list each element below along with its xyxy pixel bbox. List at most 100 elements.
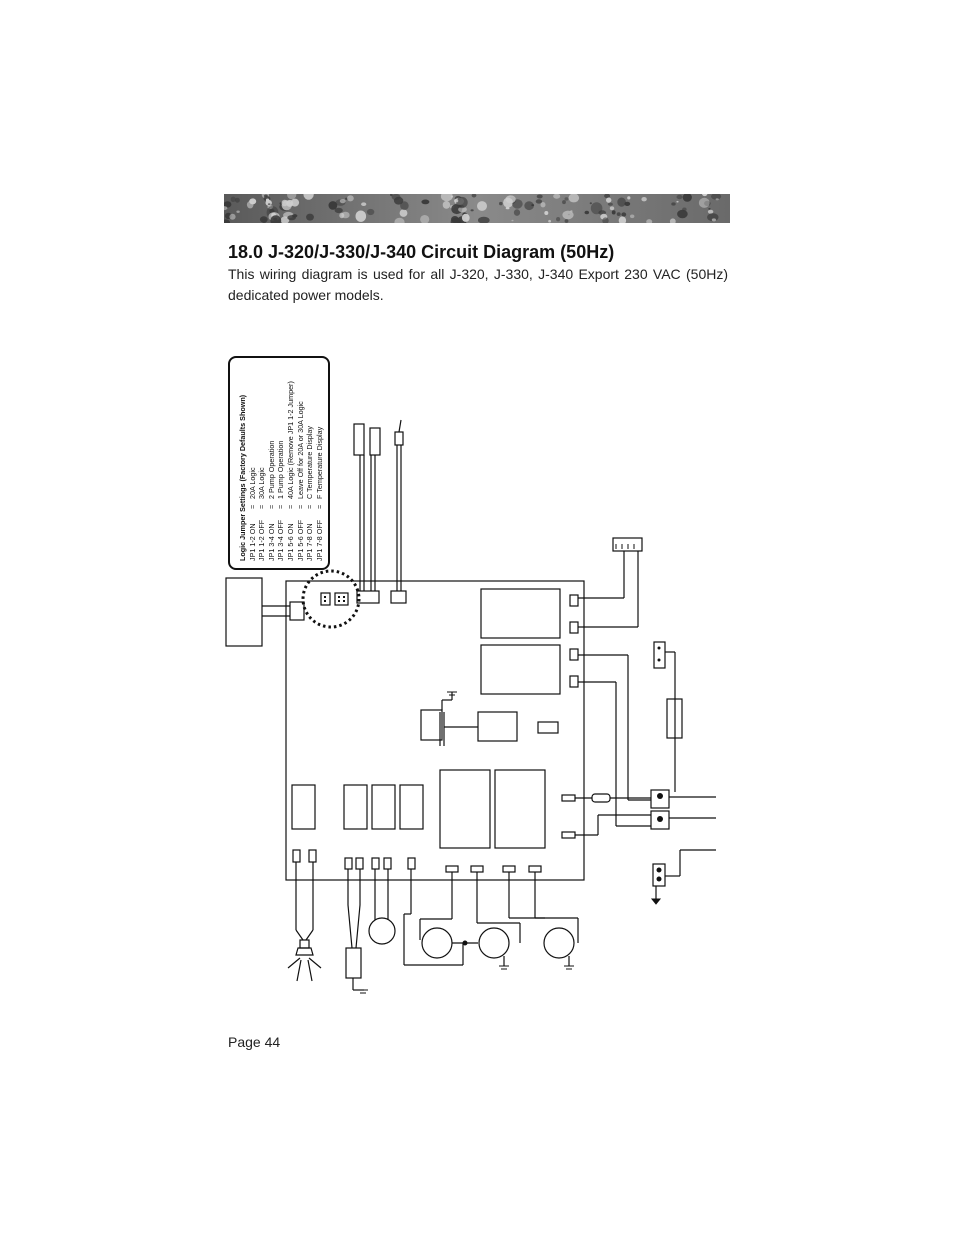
water-droplet [556, 217, 561, 222]
temp-sensor-probe-2 [369, 427, 381, 456]
page-title: 18.0 J-320/J-330/J-340 Circuit Diagram (… [228, 242, 615, 262]
water-droplet [540, 202, 546, 208]
water-droplet [287, 194, 297, 200]
water-droplet [589, 202, 592, 205]
legend-code: JP1 5-6 ON [285, 523, 295, 561]
water-droplet [536, 194, 543, 199]
blower-conn-1 [371, 857, 380, 870]
jumper-component [537, 721, 559, 734]
water-droplet [262, 218, 267, 223]
water-droplet [609, 206, 615, 211]
pump-1-motor-low [478, 927, 510, 959]
cable-plug [394, 431, 404, 446]
board-block-1 [291, 784, 316, 830]
water-droplet [511, 219, 514, 222]
legend-code: JP1 1-2 ON [247, 523, 257, 561]
water-droplet [564, 197, 569, 201]
legend-content: Logic Jumper Settings (Factory Defaults … [238, 365, 324, 561]
legend-value: Leave Off for 20A or 30A Logic [295, 401, 305, 499]
water-droplet [671, 202, 676, 206]
water-droplet [646, 219, 653, 223]
control-board [285, 580, 585, 881]
water-droplet [505, 195, 516, 204]
heater-element [666, 698, 683, 739]
water-droplet [711, 218, 716, 222]
ground-terminal [652, 863, 666, 887]
water-droplet [499, 201, 503, 206]
water-droplet [399, 209, 408, 217]
transformer-box [477, 711, 518, 742]
terminal-r2 [569, 621, 579, 634]
water-droplet [630, 214, 635, 219]
pump-relay-1 [439, 769, 491, 849]
pump-conn-2 [445, 865, 459, 873]
relay-2 [480, 644, 561, 695]
legend-value: 30A Logic [257, 467, 267, 499]
water-droplet [328, 201, 338, 210]
legend-code: JP1 5-6 OFF [295, 519, 305, 561]
thermal-fuse [653, 641, 666, 669]
inline-fuse [591, 793, 611, 803]
water-droplet [339, 199, 346, 204]
water-droplet [669, 218, 676, 223]
water-droplet [584, 210, 590, 215]
pump-conn-4 [502, 865, 516, 873]
water-droplet [531, 204, 535, 207]
legend-row: JP1 1-2 ON=20A Logic [247, 467, 257, 561]
spa-light-bulb [295, 947, 314, 956]
water-droplet [682, 207, 687, 212]
board-connector-left [289, 601, 305, 621]
water-droplet [535, 199, 543, 204]
water-droplet [676, 194, 683, 200]
pump-1-motor [421, 927, 453, 959]
water-droplet [477, 201, 487, 211]
board-block-3 [371, 784, 396, 830]
water-droplet [562, 210, 574, 220]
water-droplet [548, 219, 551, 223]
ozone-generator [345, 947, 362, 979]
water-droplet [249, 198, 257, 205]
light-conn-1 [292, 849, 301, 863]
water-droplet [224, 201, 232, 208]
water-droplet [267, 203, 271, 206]
transformer-coil [420, 709, 443, 741]
water-droplet [505, 206, 510, 210]
page-number: Page 44 [228, 1034, 281, 1050]
water-droplet [229, 213, 236, 220]
water-droplet [224, 206, 228, 211]
water-droplet [621, 212, 627, 217]
legend-code: JP1 3-4 ON [266, 523, 276, 561]
water-droplet [270, 215, 282, 223]
water-droplet [676, 200, 679, 203]
water-droplet [461, 213, 470, 222]
water-droplet [708, 208, 711, 210]
legend-row: JP1 5-6 OFF=Leave Off for 20A or 30A Log… [295, 401, 305, 561]
cable-connector [390, 590, 407, 604]
legend-code: JP1 7-8 ON [305, 523, 315, 561]
water-droplet [553, 194, 561, 199]
water-droplet [707, 209, 714, 214]
legend-row: JP1 7-8 OFF=F Temperature Display [314, 426, 324, 561]
water-droplet [421, 199, 430, 205]
water-droplet [616, 212, 621, 216]
water-droplet [624, 201, 631, 206]
water-droplet [478, 216, 490, 223]
pump-conn-1 [407, 857, 416, 870]
water-droplet [442, 201, 451, 209]
water-droplet [303, 194, 314, 200]
water-droplet [420, 215, 430, 223]
water-droplet [562, 200, 566, 205]
light-conn-2 [308, 849, 317, 863]
terminal-r4 [569, 675, 579, 688]
header-banner-image [224, 194, 730, 223]
water-droplet [618, 216, 627, 223]
water-droplet [604, 194, 611, 199]
water-droplet [452, 218, 461, 223]
legend-value: F Temperature Display [314, 426, 324, 499]
water-droplet [400, 201, 409, 211]
water-droplet [470, 209, 474, 212]
water-droplet [471, 194, 477, 198]
ozone-conn-1 [344, 857, 353, 870]
water-droplet [677, 209, 688, 219]
